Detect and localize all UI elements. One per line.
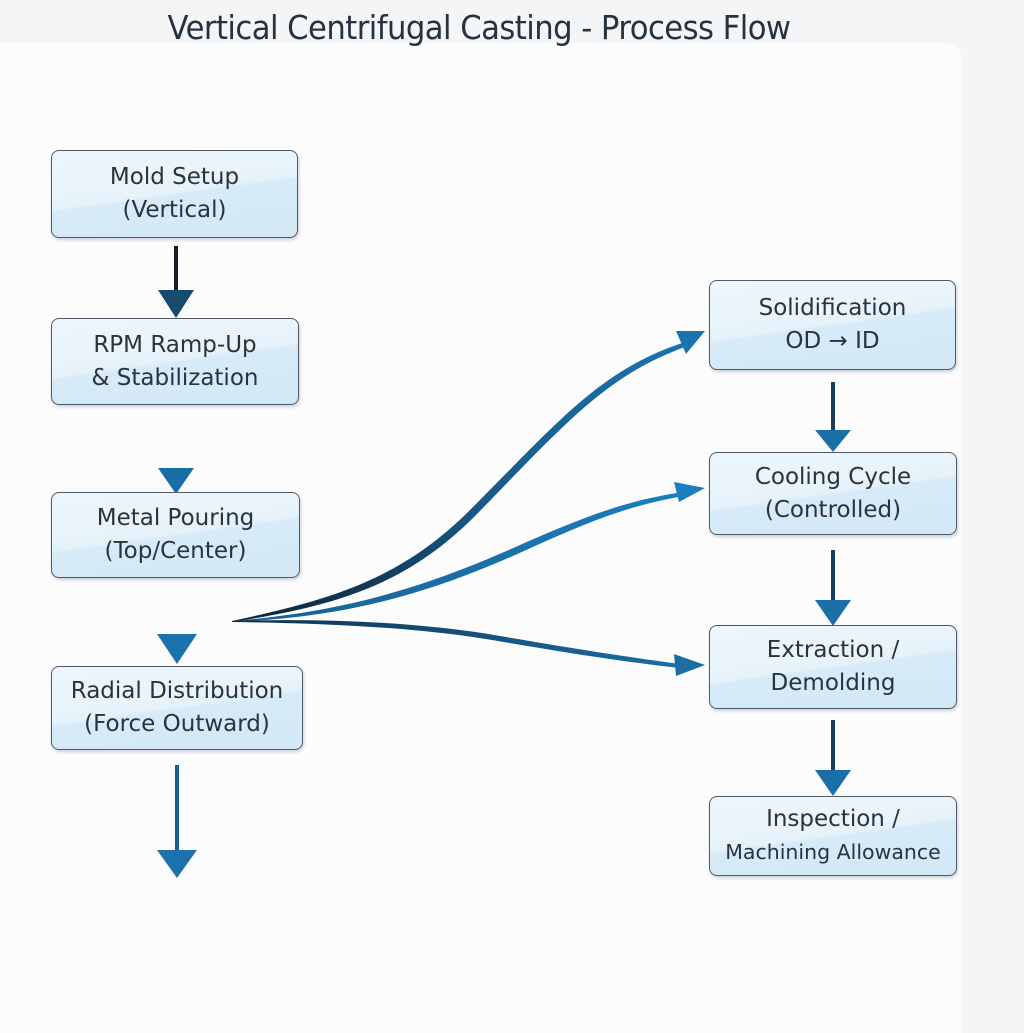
node-label: Extraction / [766,637,900,663]
node-sublabel: (Vertical) [122,197,227,223]
node-label: Mold Setup [109,164,240,190]
node-metal-pouring[interactable]: Metal Pouring (Top/Center) [51,492,300,578]
node-sublabel: Machining Allowance [725,840,941,864]
node-inspection[interactable]: Inspection / Machining Allowance [709,796,957,876]
node-label: Solidification [758,295,907,321]
arrowhead-icon [674,482,705,502]
node-sublabel: OD → ID [785,328,880,354]
arrow-mold-to-rpm [158,246,194,318]
arrowhead-icon [158,468,194,494]
node-extraction[interactable]: Extraction / Demolding [709,625,957,709]
node-label: Metal Pouring [96,505,255,531]
arrowhead-icon [158,290,194,318]
arrow-solid-to-cooling [815,382,851,452]
node-sublabel: & Stabilization [91,364,259,391]
branch-arrow-to-extraction [232,620,705,676]
branch-arrow-to-cooling [232,482,705,622]
node-label: Radial Distribution [70,678,284,704]
node-sublabel: (Force Outward) [84,711,270,737]
branch-arrow-to-solidification [232,331,705,622]
node-label: Inspection / [766,806,900,832]
arrowhead-icon [676,331,705,354]
arrowhead-icon [157,850,197,878]
node-sublabel: (Controlled) [764,496,902,523]
node-radial-distribution[interactable]: Radial Distribution (Force Outward) [51,666,303,750]
node-mold-setup[interactable]: Mold Setup (Vertical) [51,150,298,238]
arrowhead-icon [674,654,705,676]
node-solidification[interactable]: Solidification OD → ID [709,280,956,370]
arrowhead-icon [815,430,851,452]
arrow-pouring-to-radial [157,590,197,664]
diagram-title: Vertical Centrifugal Casting - Process F… [167,8,791,47]
node-label: Cooling Cycle [754,463,912,490]
node-sublabel: (Top/Center) [104,538,247,564]
arrowhead-icon [815,770,851,796]
arrow-rpm-to-pouring [158,418,194,494]
arrow-extraction-to-inspection [815,720,851,796]
arrowhead-icon [815,600,851,626]
node-label: RPM Ramp-Up [93,331,257,358]
arrow-radial-down [157,765,197,878]
node-sublabel: Demolding [770,670,896,696]
node-cooling-cycle[interactable]: Cooling Cycle (Controlled) [709,452,957,535]
arrowhead-icon [157,634,197,664]
arrow-cooling-to-extraction [815,550,851,626]
node-rpm-ramp-up[interactable]: RPM Ramp-Up & Stabilization [51,318,299,405]
